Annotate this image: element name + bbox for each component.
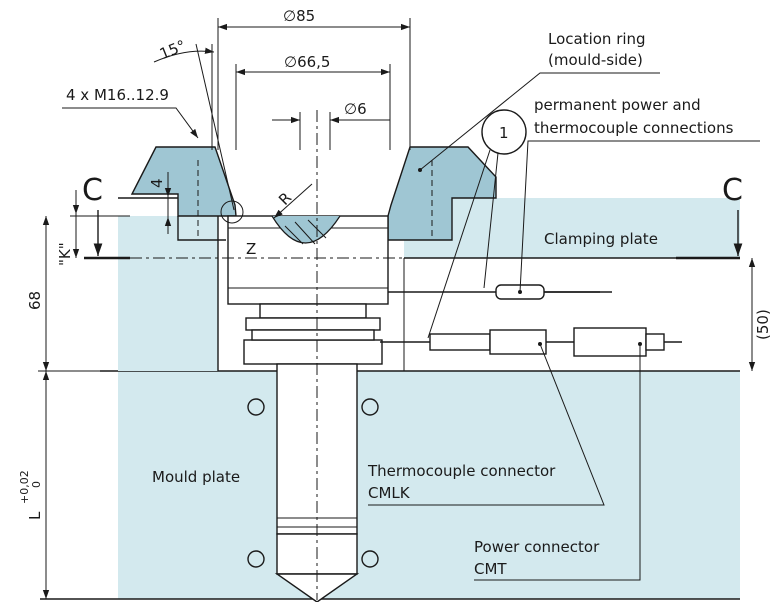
dim-4-text: 4 bbox=[148, 178, 166, 188]
heater-band-top bbox=[251, 329, 375, 341]
power-connector-label-1: Power connector bbox=[474, 538, 600, 556]
bolt-hole-tl bbox=[247, 398, 265, 416]
dim-50-text: (50) bbox=[754, 309, 772, 340]
seat-hatch-1 bbox=[284, 225, 304, 245]
detail-circle bbox=[220, 200, 244, 224]
section-c-left-label: C bbox=[82, 173, 103, 208]
dim-L-tol-lower: 0 bbox=[30, 481, 43, 488]
bolt-hole-bl bbox=[247, 550, 265, 568]
seat-hatch-2 bbox=[294, 221, 316, 245]
thermo-connector-leader bbox=[368, 343, 605, 506]
k-dim-text: "K" bbox=[56, 242, 74, 266]
location-ring-leader bbox=[419, 72, 660, 171]
radius-label: R bbox=[275, 189, 295, 209]
location-ring-right bbox=[387, 146, 497, 241]
callout-1-leader-a bbox=[427, 149, 491, 339]
bolts-label: 4 x M16..12.9 bbox=[66, 86, 169, 104]
heater-collar bbox=[245, 317, 381, 331]
thermo-connector-label-1: Thermocouple connector bbox=[367, 462, 556, 480]
angle-15-leg-1 bbox=[195, 43, 235, 211]
mould-plate-label: Mould plate bbox=[152, 468, 240, 486]
dim-L-tol-upper: +0,02 bbox=[18, 470, 31, 504]
radius-leader bbox=[273, 183, 313, 219]
callout-1-text: 1 bbox=[499, 124, 509, 142]
thermo-connector-label-2: CMLK bbox=[368, 484, 411, 502]
location-ring-recess-left bbox=[177, 216, 226, 241]
location-ring-leader-dot bbox=[418, 168, 422, 172]
callout-1-circle bbox=[481, 109, 527, 155]
heater-band bbox=[243, 339, 383, 365]
cmt-plug bbox=[645, 333, 665, 351]
permanent-leader bbox=[519, 140, 760, 293]
cmlk-body bbox=[489, 329, 547, 355]
callout-1-leader-b bbox=[483, 152, 499, 289]
cmlk-plug bbox=[429, 333, 491, 351]
bolt-hole-br bbox=[361, 550, 379, 568]
sprue-bushing-seat bbox=[271, 215, 341, 244]
power-connector-leader bbox=[474, 344, 641, 581]
power-connector-label-2: CMT bbox=[474, 560, 507, 578]
dim-L-text: L bbox=[26, 511, 44, 520]
mould-plate bbox=[118, 371, 740, 599]
thermo-connector-dot bbox=[538, 342, 542, 346]
bolt-hole-tr bbox=[361, 398, 379, 416]
clamping-plate-left bbox=[118, 216, 218, 371]
dim-68-text: 68 bbox=[26, 291, 44, 310]
permanent-label-1: permanent power and bbox=[534, 96, 701, 114]
permanent-label-2: thermocouple connections bbox=[534, 119, 734, 137]
angle-15-arc bbox=[153, 47, 215, 63]
bolts-leader bbox=[62, 107, 199, 139]
dim-85-text: ∅85 bbox=[283, 7, 315, 25]
dim-6-text: ∅6 bbox=[344, 100, 367, 118]
location-ring-label-1: Location ring bbox=[548, 30, 646, 48]
section-c-right-label: C bbox=[722, 173, 743, 208]
clamping-plate-label: Clamping plate bbox=[544, 230, 658, 248]
clamping-plate-right bbox=[404, 198, 740, 258]
cmt-body bbox=[573, 327, 647, 357]
dim-66-text: ∅66,5 bbox=[284, 53, 330, 71]
location-ring-label-2: (mould-side) bbox=[548, 51, 643, 69]
permanent-leader-dot bbox=[518, 290, 522, 294]
heater-collar-top bbox=[259, 303, 367, 319]
z-label: Z bbox=[246, 240, 256, 258]
power-connector-dot bbox=[638, 342, 642, 346]
angle-15-text: 15° bbox=[157, 37, 188, 64]
